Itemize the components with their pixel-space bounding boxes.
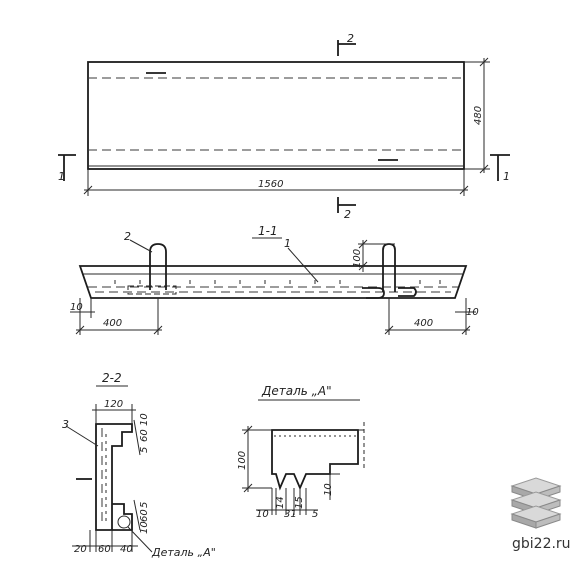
svg-text:5: 5 (312, 509, 318, 520)
beam-section-outline (78, 265, 468, 299)
detail-height-dim-label: 100 (237, 451, 248, 470)
svg-text:1: 1 (58, 170, 65, 183)
length-dim-label: 1560 (258, 179, 283, 190)
cross-section-outline (95, 423, 133, 531)
top-width-dim-label: 120 (104, 399, 123, 410)
svg-text:20: 20 (74, 544, 87, 555)
stirrup-ticks (114, 280, 441, 284)
gbi-logo-icon (510, 477, 562, 529)
right-offset-dim-label: 10 (466, 307, 479, 318)
svg-text:40: 40 (120, 544, 133, 555)
svg-text:10: 10 (139, 521, 150, 534)
svg-text:31: 31 (284, 509, 297, 520)
svg-text:60: 60 (139, 509, 150, 522)
lifting-loop-left (149, 243, 167, 290)
svg-text:1: 1 (503, 170, 510, 183)
svg-text:10: 10 (256, 509, 269, 520)
callout-2: 2 (124, 230, 131, 243)
svg-text:2: 2 (344, 208, 351, 221)
svg-text:2: 2 (347, 32, 354, 45)
callout-1: 1 (284, 237, 291, 250)
slab-outline (87, 61, 465, 170)
width-dim-label: 480 (473, 106, 484, 125)
svg-text:60: 60 (98, 544, 111, 555)
svg-text:15: 15 (294, 496, 305, 509)
svg-text:5: 5 (139, 447, 150, 453)
left-offset-dim-label: 10 (70, 302, 83, 313)
detail-a-title: Деталь „А" (261, 384, 332, 398)
plan-view: 480 1560 1 1 2 2 (58, 32, 510, 221)
svg-text:60: 60 (139, 429, 150, 442)
lifting-loop-right (382, 243, 396, 292)
svg-text:10: 10 (323, 483, 334, 496)
svg-text:14: 14 (275, 496, 286, 509)
left-span-dim-label: 400 (103, 318, 122, 329)
section-1-1: 1-1 100 (70, 224, 479, 335)
detail-a: Деталь „А" 100 10 14 31 15 5 (237, 384, 365, 520)
watermark-text[interactable]: gbi22.ru (512, 536, 571, 552)
svg-text:10: 10 (139, 413, 150, 426)
svg-text:5: 5 (139, 502, 150, 508)
loop-height-dim-label: 100 (352, 249, 363, 268)
section-2-2-title: 2-2 (102, 371, 122, 385)
detail-a-reference: Деталь „А" (151, 546, 216, 559)
callout-3: 3 (62, 418, 69, 431)
section-2-2: 2-2 3 120 10 60 5 5 60 10 20 60 40 (62, 371, 216, 559)
section-1-1-title: 1-1 (258, 224, 278, 238)
detail-a-section (271, 429, 359, 491)
right-span-dim-label: 400 (414, 318, 433, 329)
